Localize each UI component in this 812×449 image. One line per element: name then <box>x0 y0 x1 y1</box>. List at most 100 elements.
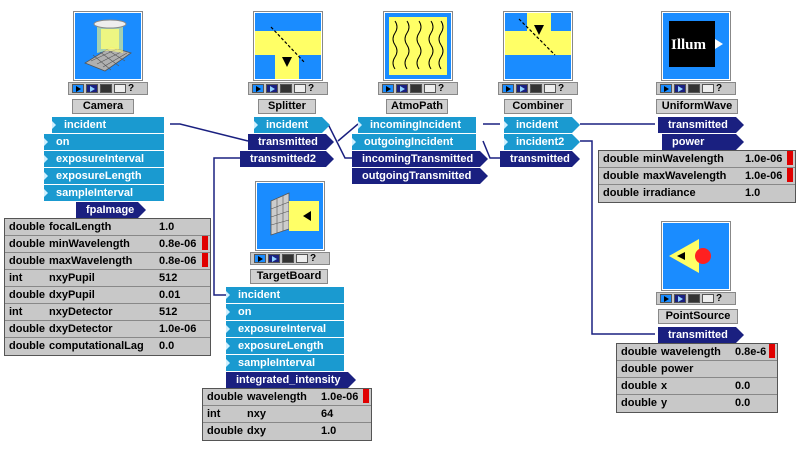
run-icon[interactable] <box>516 84 528 93</box>
run-icon[interactable] <box>268 254 280 263</box>
help-icon[interactable]: ? <box>716 293 723 304</box>
help-icon[interactable]: ? <box>438 83 445 94</box>
param-value[interactable]: 0.0 <box>735 397 751 409</box>
help-icon[interactable]: ? <box>308 83 315 94</box>
param-value[interactable]: 0.8e-06 <box>159 255 197 267</box>
port-toggle-icon[interactable] <box>72 84 84 93</box>
run-icon[interactable] <box>86 84 98 93</box>
targetboard-port-sample-interval[interactable]: sampleInterval <box>226 355 344 371</box>
uniformwave-icon[interactable]: Illum <box>661 11 731 81</box>
uniformwave-port-transmitted[interactable]: transmitted <box>658 117 744 133</box>
param-value[interactable]: 1.0e-06 <box>745 170 783 182</box>
run-icon[interactable] <box>266 84 278 93</box>
stop-icon[interactable] <box>688 294 700 303</box>
port-toggle-icon[interactable] <box>660 84 672 93</box>
help-icon[interactable]: ? <box>716 83 723 94</box>
camera-port-incident[interactable]: incident <box>52 117 164 133</box>
pointsource-icon[interactable] <box>661 221 731 291</box>
param-value[interactable]: 0.01 <box>159 289 181 301</box>
targetboard-port-incident[interactable]: incident <box>226 287 344 303</box>
params-icon[interactable] <box>424 84 436 93</box>
param-value[interactable]: 0.0 <box>735 380 751 392</box>
param-value[interactable]: 1.0 <box>745 187 761 199</box>
params-icon[interactable] <box>702 84 714 93</box>
help-icon[interactable]: ? <box>128 83 135 94</box>
run-icon[interactable] <box>674 84 686 93</box>
combiner-icon[interactable] <box>503 11 573 81</box>
pointsource-port-transmitted[interactable]: transmitted <box>658 327 744 343</box>
splitter-icon[interactable] <box>253 11 323 81</box>
param-value[interactable]: 1.0 <box>321 425 337 437</box>
splitter-port-transmitted[interactable]: transmitted <box>248 134 334 150</box>
atmopath-port-outgoing-transmitted[interactable]: outgoingTransmitted <box>352 168 488 184</box>
run-icon[interactable] <box>674 294 686 303</box>
camera-port-fpa-image[interactable]: fpaImage <box>76 202 146 218</box>
help-icon[interactable]: ? <box>558 83 565 94</box>
port-toggle-icon[interactable] <box>252 84 264 93</box>
atmopath-port-incoming-transmitted[interactable]: incomingTransmitted <box>352 151 488 167</box>
help-icon[interactable]: ? <box>310 253 317 264</box>
camera-port-exposure-interval[interactable]: exposureInterval <box>44 151 164 167</box>
camera-port-sample-interval[interactable]: sampleInterval <box>44 185 164 201</box>
port-toggle-icon[interactable] <box>502 84 514 93</box>
params-icon[interactable] <box>702 294 714 303</box>
targetboard-port-integrated-intensity[interactable]: integrated_intensity <box>226 372 356 388</box>
targetboard-port-on[interactable]: on <box>226 304 344 320</box>
stop-icon[interactable] <box>410 84 422 93</box>
targetboard-port-exposure-interval[interactable]: exposureInterval <box>226 321 344 337</box>
param-value[interactable]: 512 <box>159 306 178 318</box>
params-icon[interactable] <box>294 84 306 93</box>
param-value[interactable]: 1.0e-06 <box>745 153 783 165</box>
param-value[interactable]: 64 <box>321 408 334 420</box>
param-value[interactable]: 1.0e-06 <box>321 391 359 403</box>
combiner-port-transmitted[interactable]: transmitted <box>500 151 580 167</box>
uniformwave-port-power[interactable]: power <box>662 134 744 150</box>
stop-icon[interactable] <box>280 84 292 93</box>
param-value[interactable]: 512 <box>159 272 178 284</box>
stop-icon[interactable] <box>100 84 112 93</box>
combiner-port-incident2[interactable]: incident2 <box>504 134 580 150</box>
splitter-port-transmitted2[interactable]: transmitted2 <box>240 151 334 167</box>
params-icon[interactable] <box>296 254 308 263</box>
param-value[interactable]: 1.0 <box>159 221 175 233</box>
port-toggle-icon[interactable] <box>254 254 266 263</box>
splitter-port-incident[interactable]: incident <box>254 117 330 133</box>
targetboard-port-exposure-length[interactable]: exposureLength <box>226 338 344 354</box>
combiner-port-incident[interactable]: incident <box>504 117 580 133</box>
param-value[interactable]: 1.0e-06 <box>159 323 197 335</box>
stop-icon[interactable] <box>282 254 294 263</box>
param-value[interactable]: 0.8e-06 <box>159 238 197 250</box>
targetboard-icon[interactable] <box>255 181 325 251</box>
atmopath-icon[interactable] <box>383 11 453 81</box>
port-toggle-icon[interactable] <box>382 84 394 93</box>
camera-icon[interactable] <box>73 11 143 81</box>
param-value[interactable]: 0.0 <box>159 340 175 352</box>
params-icon[interactable] <box>544 84 556 93</box>
atmopath-port-outgoing-incident[interactable]: outgoingIncident <box>352 134 476 150</box>
stop-icon[interactable] <box>688 84 700 93</box>
camera-port-on[interactable]: on <box>44 134 164 150</box>
port-toggle-icon[interactable] <box>660 294 672 303</box>
param-value[interactable]: 0.8e-6 <box>735 346 767 358</box>
run-icon[interactable] <box>396 84 408 93</box>
camera-port-exposure-length[interactable]: exposureLength <box>44 168 164 184</box>
stop-icon[interactable] <box>530 84 542 93</box>
